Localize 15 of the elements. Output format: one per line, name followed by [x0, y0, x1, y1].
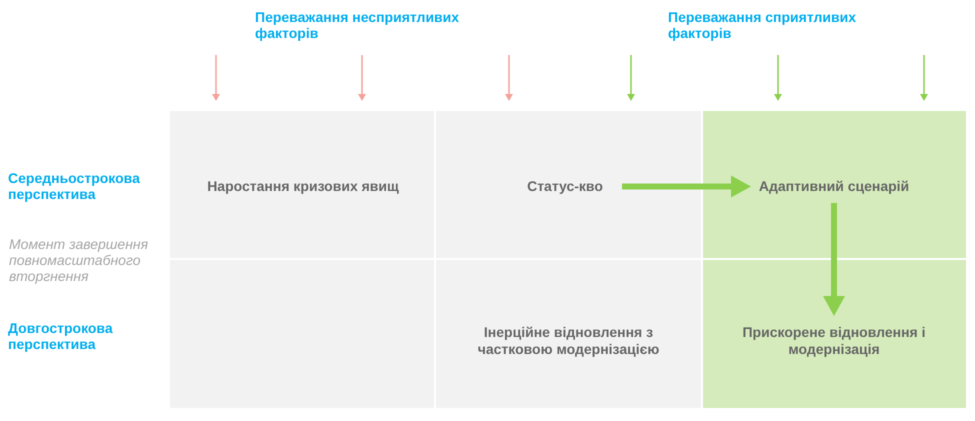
grid-cell — [436, 111, 701, 258]
flow-arrow — [622, 176, 751, 198]
axis-heading: Переважання сприятливих факторів — [668, 9, 857, 41]
grid-cell — [703, 111, 966, 258]
axis-heading: Довгострокова перспектива — [8, 320, 114, 352]
scenario-text: Наростання кризових явищ — [188, 178, 418, 195]
axis-heading: Переважання несприятливих факторів — [255, 9, 460, 41]
grid-cell — [703, 260, 966, 408]
axis-heading: Середньострокова перспектива — [8, 170, 141, 202]
timeline-note: Момент завершення повномасштабного вторгнення — [9, 236, 150, 284]
scenario-text: Прискорене відновлення і модернізація — [715, 324, 953, 358]
flow-arrow — [823, 203, 845, 316]
scenario-text: Інерційне відновлення з частковою модернізацією — [456, 324, 681, 358]
scenario-text: Статус-кво — [520, 178, 610, 195]
scenario-text: Адаптивний сценарій — [743, 178, 925, 195]
